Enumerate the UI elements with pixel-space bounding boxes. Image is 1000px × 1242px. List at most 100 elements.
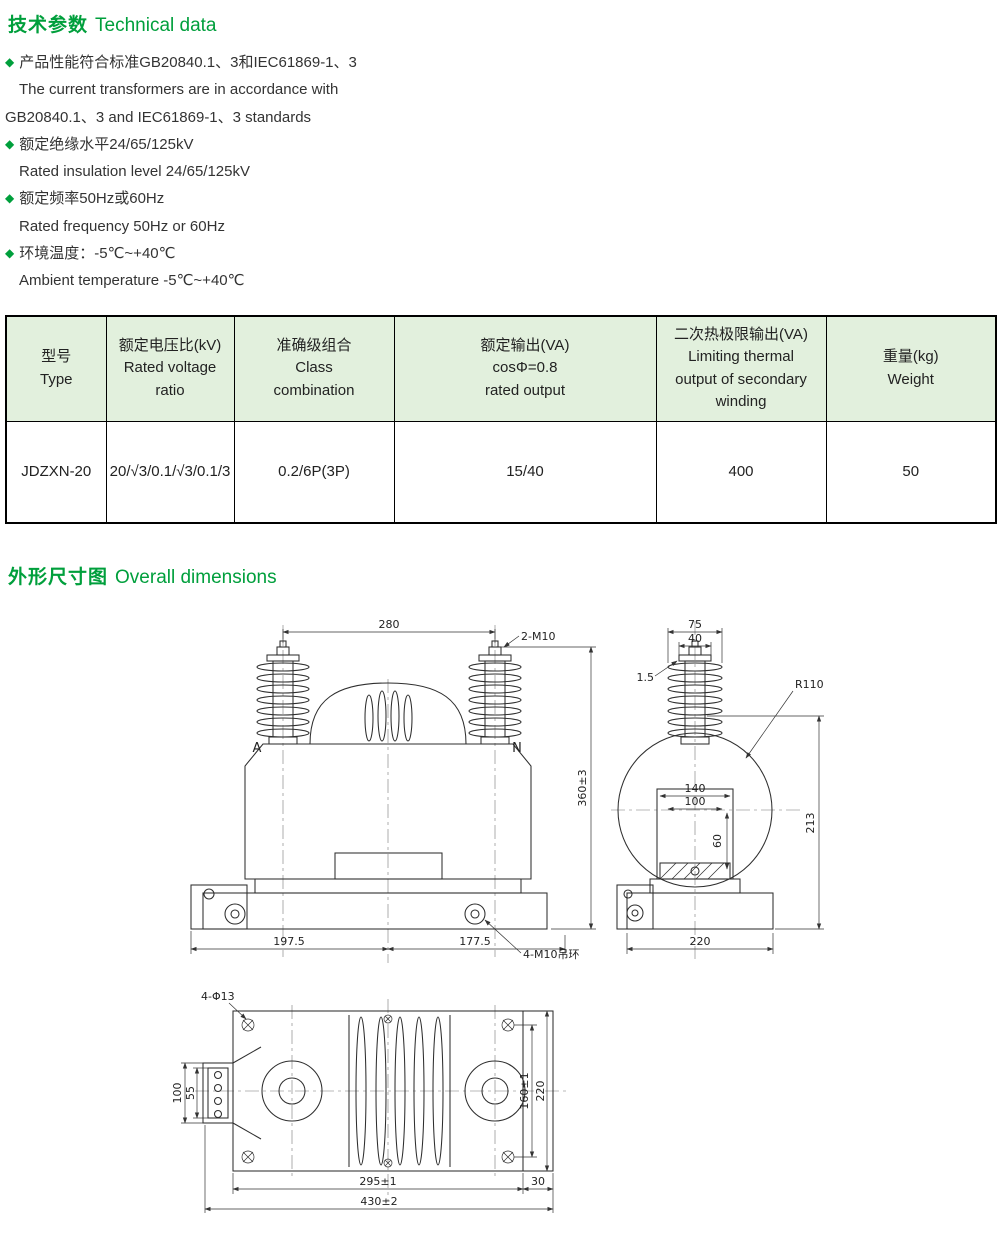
dim-220-bottom-label: 220	[534, 1080, 547, 1101]
side-base	[616, 878, 774, 930]
col-header-class-combination: 准确级组合 Class combination	[233, 315, 395, 422]
header-line: Rated voltage	[123, 359, 217, 377]
col-header-rated-output: 额定输出(VA) cosΦ=0.8 rated output	[393, 315, 657, 422]
phase-n-label: N	[512, 741, 522, 756]
front-view: 280 2-M10 A N 360±3 197.5 177.5 4-M10吊环	[190, 618, 596, 963]
spec-line: Ambient temperature -5℃~+40℃	[5, 267, 995, 294]
spec-line: GB20840.1、3 and IEC61869-1、3 standards	[5, 104, 995, 131]
section-title-zh: 外形尺寸图	[8, 566, 109, 588]
terminal-2m10-label: 2-M10	[521, 630, 555, 643]
lifting-ring-label: 4-M10吊环	[523, 948, 579, 961]
header-line: output of secondary	[675, 370, 807, 388]
diamond-bullet-icon: ◆	[5, 55, 15, 69]
lifting-ring	[464, 903, 486, 925]
right-bushing	[468, 640, 522, 745]
dim-100-bottom-label: 100	[171, 1082, 184, 1103]
dimension-drawings: 280 2-M10 A N 360±3 197.5 177.5 4-M10吊环	[171, 618, 824, 1213]
radius-r110-label: R110	[795, 678, 824, 691]
bottom-outline	[202, 1010, 554, 1172]
cell-voltage-ratio: 20/√3/0.1/√3/0.1/3	[105, 420, 235, 524]
col-header-voltage-ratio: 额定电压比(kV) Rated voltage ratio	[105, 315, 235, 422]
bottom-dimensions	[181, 1002, 554, 1213]
spec-text: 环境温度：-5℃~+40℃	[19, 245, 176, 263]
technical-data-table: 型号 Type 额定电压比(kV) Rated voltage ratio 准确…	[5, 314, 997, 524]
header-line: 准确级组合	[276, 336, 352, 354]
cell-thermal-limit: 400	[655, 420, 827, 524]
section-title-zh: 技术参数	[8, 15, 89, 36]
cell-weight: 50	[825, 420, 997, 524]
header-line: Type	[39, 370, 73, 388]
header-line: cosΦ=0.8	[492, 359, 558, 377]
header-line: winding	[715, 393, 767, 411]
dim-1-5-label: 1.5	[637, 671, 655, 684]
header-line: Limiting thermal	[688, 348, 794, 366]
col-header-weight: 重量(kg) Weight	[825, 315, 997, 422]
spec-line: ◆ 额定频率50Hz或60Hz	[5, 185, 995, 212]
base-assembly	[190, 878, 548, 930]
dim-295-label: 295±1	[359, 1175, 396, 1188]
cooling-fins	[348, 1014, 451, 1167]
dim-220-side-label: 220	[690, 935, 711, 948]
spec-line: ◆ 产品性能符合标准GB20840.1、3和IEC61869-1、3	[5, 49, 995, 76]
dim-100-label: 100	[685, 795, 706, 808]
header-line: Class	[295, 359, 333, 377]
spec-line: The current transformers are in accordan…	[5, 76, 995, 103]
dim-75-label: 75	[688, 618, 702, 631]
section-title-technical-data: 技术参数 Technical data	[8, 10, 995, 37]
dim-60-label: 60	[711, 834, 724, 848]
diamond-bullet-icon: ◆	[5, 136, 15, 151]
diamond-bullet-icon: ◆	[5, 246, 15, 261]
phase-a-label: A	[253, 741, 262, 756]
hatch-lines	[659, 862, 725, 879]
header-line: rated output	[484, 381, 566, 399]
spec-list: ◆ 产品性能符合标准GB20840.1、3和IEC61869-1、3 The cu…	[5, 49, 995, 295]
header-line: ratio	[155, 381, 185, 399]
spec-text: The current transformers are in accordan…	[19, 81, 339, 99]
side-dimensions	[626, 627, 824, 954]
spec-line: ◆ 额定绝缘水平24/65/125kV	[5, 131, 995, 158]
dim-177-label: 177.5	[459, 935, 491, 948]
dim-430-label: 430±2	[360, 1195, 397, 1208]
spec-text: Rated insulation level 24/65/125kV	[19, 163, 250, 181]
col-header-thermal-limit: 二次热极限输出(VA) Limiting thermal output of s…	[655, 315, 827, 422]
transformer-body	[244, 682, 532, 880]
header-line: 额定输出(VA)	[480, 336, 570, 354]
dim-360-label: 360±3	[576, 769, 589, 806]
spec-line: Rated insulation level 24/65/125kV	[5, 158, 995, 185]
front-dimensions	[190, 628, 596, 954]
dim-213-label: 213	[804, 812, 817, 833]
table-header-row: 型号 Type 额定电压比(kV) Rated voltage ratio 准确…	[5, 315, 997, 422]
diamond-bullet-icon: ◆	[5, 191, 15, 206]
spec-line: Rated frequency 50Hz or 60Hz	[5, 213, 995, 240]
col-header-type: 型号 Type	[5, 315, 107, 422]
dim-55-label: 55	[184, 1086, 197, 1100]
bushing-footprints	[261, 1060, 526, 1122]
dim-40-label: 40	[688, 632, 702, 645]
section-title-en: Overall dimensions	[115, 566, 277, 588]
spec-text: 产品性能符合标准GB20840.1、3和IEC61869-1、3	[19, 54, 357, 71]
section-title-overall-dimensions: 外形尺寸图 Overall dimensions	[8, 562, 995, 589]
cell-class-combination: 0.2/6P(3P)	[233, 420, 395, 524]
dim-30-label: 30	[531, 1175, 545, 1188]
dim-197-label: 197.5	[273, 935, 305, 948]
dim-280-label: 280	[379, 618, 400, 631]
header-line: Weight	[887, 370, 934, 388]
header-line: 额定电压比(kV)	[118, 336, 222, 354]
left-bushing	[256, 640, 310, 745]
spec-text: 额定绝缘水平24/65/125kV	[19, 135, 194, 153]
holes-4phi13-label: 4-Φ13	[201, 990, 235, 1003]
bottom-view: 4-Φ13 100 55 160±1 220 295±1 30 430±2	[171, 990, 567, 1213]
cell-rated-output: 15/40	[393, 420, 657, 524]
section-title-en: Technical data	[95, 15, 217, 36]
spec-text: Ambient temperature -5℃~+40℃	[19, 272, 245, 290]
spec-text: Rated frequency 50Hz or 60Hz	[19, 217, 225, 235]
spec-text: 额定频率50Hz或60Hz	[19, 190, 165, 208]
dim-160-label: 160±1	[518, 1072, 531, 1109]
header-line: 型号	[41, 348, 72, 366]
spec-text: GB20840.1、3 and IEC61869-1、3 standards	[5, 108, 312, 126]
spec-line: ◆ 环境温度：-5℃~+40℃	[5, 240, 995, 267]
header-line: combination	[273, 381, 355, 399]
cell-type: JDZXN-20	[5, 420, 107, 524]
header-line: 二次热极限输出(VA)	[674, 325, 808, 343]
